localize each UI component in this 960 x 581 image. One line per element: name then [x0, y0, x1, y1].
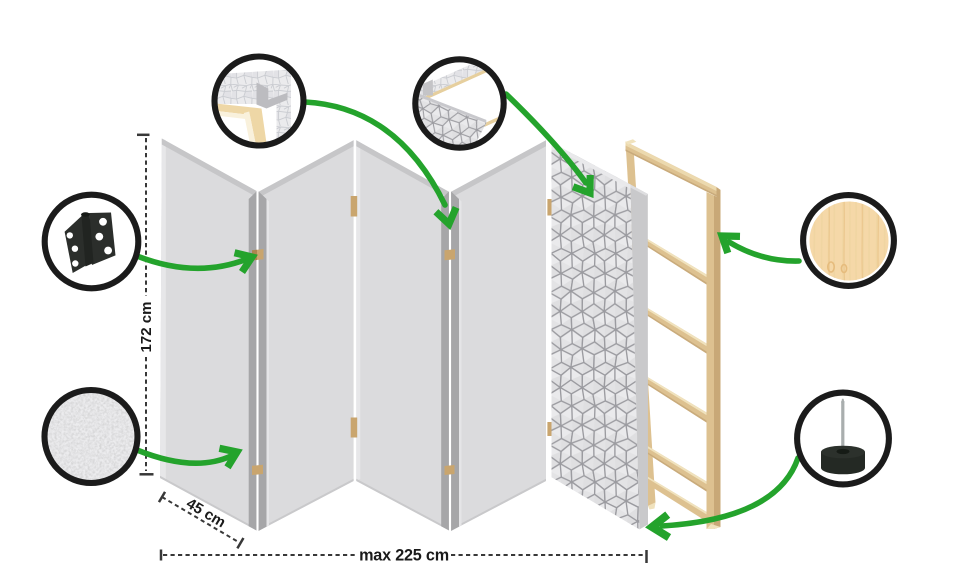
svg-text:max 225 cm: max 225 cm — [359, 546, 449, 564]
svg-text:172 cm: 172 cm — [138, 302, 155, 353]
